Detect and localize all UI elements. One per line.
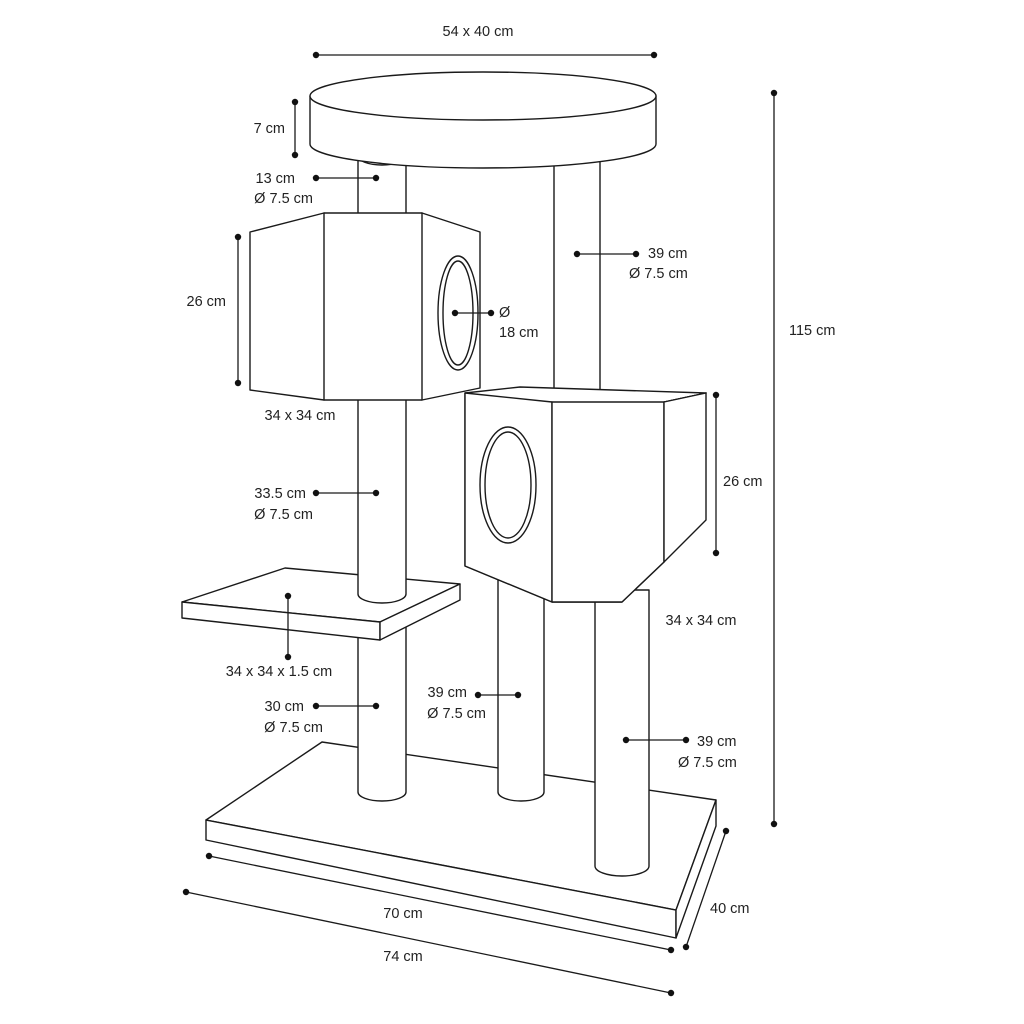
label-post-lower-middle-diameter: Ø 7.5 cm bbox=[427, 706, 486, 722]
label-shelf-size: 34 x 34 x 1.5 cm bbox=[226, 664, 332, 680]
post-lower-middle bbox=[497, 559, 545, 802]
label-left-house-opening: 18 cm bbox=[499, 325, 539, 341]
label-post-lower-middle-length: 39 cm bbox=[428, 685, 468, 701]
post-lower-right bbox=[594, 589, 650, 877]
label-post-lower-left-length: 30 cm bbox=[265, 699, 305, 715]
label-top-platform-height: 7 cm bbox=[254, 121, 285, 137]
dimension-labels: 54 x 40 cm 7 cm 13 cm Ø 7.5 cm 26 cm Ø 1… bbox=[187, 24, 836, 965]
label-left-house-height: 26 cm bbox=[187, 294, 227, 310]
label-post-top-right-length: 39 cm bbox=[648, 246, 688, 262]
right-house bbox=[464, 386, 707, 603]
label-right-house-size: 34 x 34 cm bbox=[666, 613, 737, 629]
label-top-platform-size: 54 x 40 cm bbox=[443, 24, 514, 40]
label-post-middle-left-diameter: Ø 7.5 cm bbox=[254, 507, 313, 523]
label-base-length: 74 cm bbox=[383, 949, 423, 965]
label-base-inner-length: 70 cm bbox=[383, 906, 423, 922]
label-post-top-right-diameter: Ø 7.5 cm bbox=[629, 266, 688, 282]
label-left-house-size: 34 x 34 cm bbox=[265, 408, 336, 424]
label-post-lower-right-diameter: Ø 7.5 cm bbox=[678, 755, 737, 771]
top-platform bbox=[309, 71, 657, 169]
label-post-top-left-diameter: Ø 7.5 cm bbox=[254, 191, 313, 207]
left-house bbox=[249, 212, 481, 401]
label-base-depth: 40 cm bbox=[710, 901, 750, 917]
label-post-top-left-length: 13 cm bbox=[256, 171, 296, 187]
label-post-lower-right-length: 39 cm bbox=[697, 734, 737, 750]
dimension-lines bbox=[182, 51, 778, 997]
label-left-house-opening-symbol: Ø bbox=[499, 305, 510, 321]
label-post-lower-left-diameter: Ø 7.5 cm bbox=[264, 720, 323, 736]
post-top-right bbox=[553, 140, 601, 402]
post-lower-left bbox=[357, 599, 407, 802]
shelf-platform bbox=[181, 567, 461, 641]
base-plate bbox=[205, 741, 717, 939]
label-post-middle-left-length: 33.5 cm bbox=[254, 486, 306, 502]
label-right-house-height: 26 cm bbox=[723, 474, 763, 490]
post-middle-left bbox=[357, 379, 407, 604]
label-total-height: 115 cm bbox=[789, 323, 835, 339]
